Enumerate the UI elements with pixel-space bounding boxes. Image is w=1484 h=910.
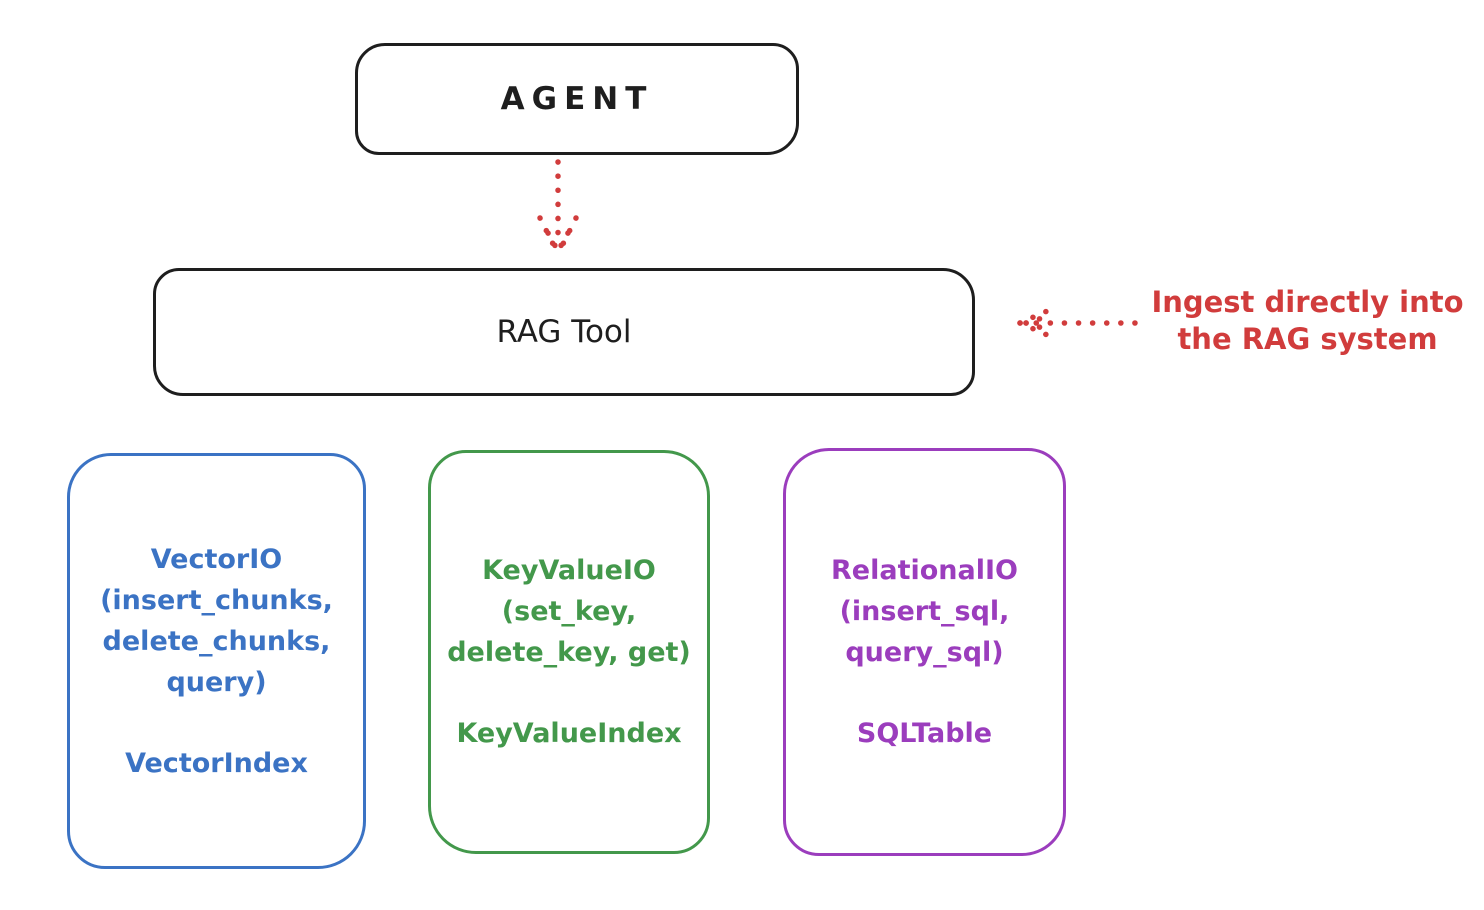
vector-io-node: VectorIO (insert_chunks, delete_chunks, … xyxy=(67,453,366,869)
vector-io-name: VectorIO xyxy=(150,543,283,575)
vector-io-methods: (insert_chunks, delete_chunks, query) xyxy=(100,584,333,698)
relational-io-methods: (insert_sql, query_sql) xyxy=(839,596,1010,668)
keyvalue-io-node: KeyValueIO (set_key, delete_key, get) Ke… xyxy=(428,450,710,854)
relational-io-title: RelationalIO (insert_sql, query_sql) xyxy=(796,550,1053,673)
vector-io-title: VectorIO (insert_chunks, delete_chunks, … xyxy=(82,539,351,703)
ingest-annotation-line2: the RAG system xyxy=(1177,322,1438,356)
arrow-agent-to-ragtool-icon xyxy=(537,159,579,257)
arrow-ingest-into-ragtool-icon xyxy=(1017,305,1138,341)
keyvalue-index-label: KeyValueIndex xyxy=(456,718,682,749)
keyvalue-io-title: KeyValueIO (set_key, delete_key, get) xyxy=(441,550,697,673)
ingest-annotation-line1: Ingest directly into xyxy=(1151,285,1464,319)
ingest-annotation: Ingest directly into the RAG system xyxy=(1140,284,1475,358)
agent-node: AGENT xyxy=(355,43,799,155)
vector-index-label: VectorIndex xyxy=(125,747,308,779)
relational-io-name: RelationalIO xyxy=(831,555,1018,586)
rag-tool-node: RAG Tool xyxy=(153,268,975,396)
sqltable-label: SQLTable xyxy=(856,718,993,749)
rag-tool-label: RAG Tool xyxy=(496,314,632,350)
keyvalue-io-name: KeyValueIO xyxy=(482,555,656,586)
keyvalue-io-methods: (set_key, delete_key, get) xyxy=(447,596,691,668)
agent-label: AGENT xyxy=(500,81,654,117)
relational-io-node: RelationalIO (insert_sql, query_sql) SQL… xyxy=(783,448,1066,856)
